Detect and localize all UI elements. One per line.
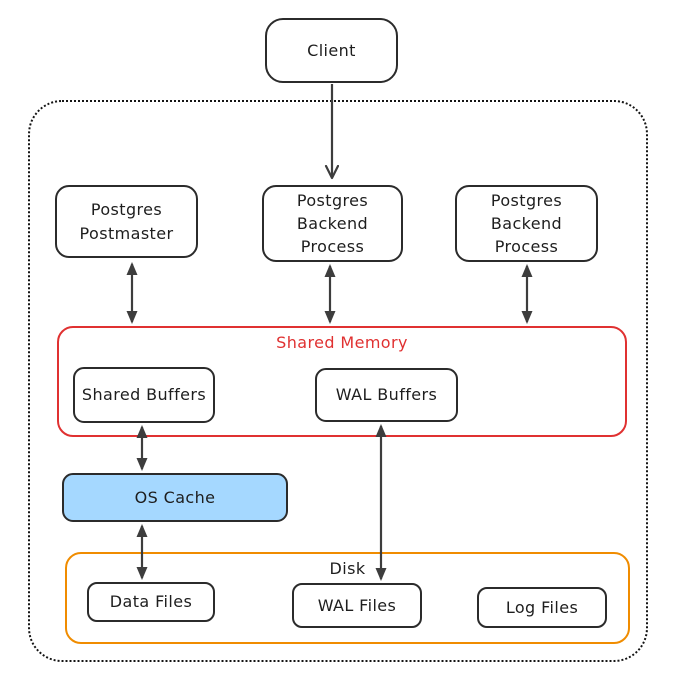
node-postgres-postmaster: Postgres Postmaster [55,185,198,258]
node-postgres-backend-process-2-label: Postgres Backend Process [490,190,563,257]
node-os-cache-label: OS Cache [134,487,216,507]
node-wal-files: WAL Files [292,583,422,628]
node-wal-files-label: WAL Files [317,595,397,615]
node-log-files-label: Log Files [505,597,579,617]
node-os-cache: OS Cache [62,473,288,522]
node-postgres-backend-process-1: Postgres Backend Process [262,185,403,262]
node-data-files: Data Files [87,582,215,622]
group-shared-memory: Shared Memory [57,326,627,437]
node-postgres-postmaster-label: Postgres Postmaster [79,200,174,243]
node-log-files: Log Files [477,587,607,628]
node-wal-buffers-label: WAL Buffers [335,385,438,405]
node-shared-buffers: Shared Buffers [73,367,215,423]
group-disk-label: Disk [329,559,366,578]
node-shared-buffers-label: Shared Buffers [81,385,207,405]
system-boundary-box [28,100,648,662]
group-shared-memory-label: Shared Memory [276,333,408,352]
node-postgres-backend-process-1-label: Postgres Backend Process [296,190,369,257]
group-disk: Disk [65,552,630,644]
node-postgres-backend-process-2: Postgres Backend Process [455,185,598,262]
node-data-files-label: Data Files [109,592,193,612]
node-client-label: Client [307,40,356,60]
node-wal-buffers: WAL Buffers [315,368,458,422]
node-client: Client [265,18,398,83]
